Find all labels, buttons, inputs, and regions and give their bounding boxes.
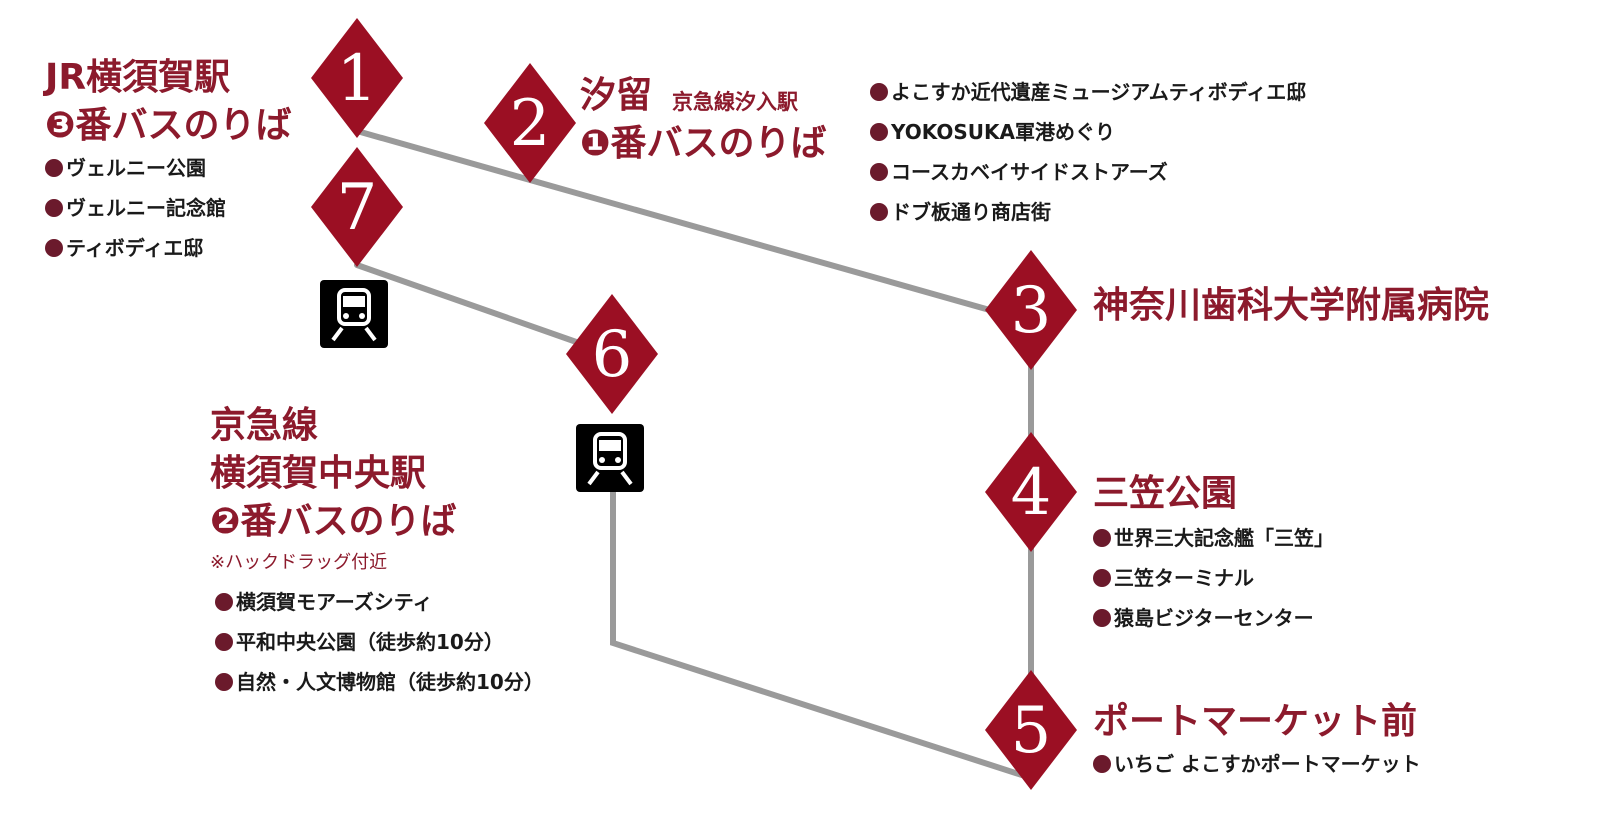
stop-4-places: 世界三大記念艦「三笠」 三笠ターミナル 猿島ビジターセンター [1093,518,1334,638]
stop-1-title: JR横須賀駅 [45,57,231,98]
stop-number: 2 [510,87,551,161]
stop-marker-7[interactable]: 7 [311,147,403,267]
place-item: 平和中央公園（徒歩約10分） [215,622,544,662]
bullet-icon [1093,529,1111,547]
place-item: 三笠ターミナル [1093,558,1334,598]
stop-marker-2[interactable]: 2 [484,63,576,183]
place-item: よこすか近代遺産ミュージアムティボディエ邸 [870,72,1306,112]
keikyu-bus-stop: ❷番バスのりば [210,501,457,542]
stop-number: 4 [1011,456,1052,530]
stop-5-places: いちご よこすかポートマーケット [1093,744,1421,784]
place-item: ヴェルニー公園 [45,148,226,188]
stop-marker-5[interactable]: 5 [985,670,1077,790]
train-icon [320,280,388,348]
place-item: いちご よこすかポートマーケット [1093,744,1421,784]
place-item: 横須賀モアーズシティ [215,582,544,622]
stop-4-title: 三笠公園 [1093,473,1238,514]
stop-marker-3[interactable]: 3 [985,250,1077,370]
stop-number: 5 [1011,694,1052,768]
keikyu-note: ※ハックドラッグ付近 [210,552,388,573]
stop-number: 7 [337,171,378,245]
stop-5-title: ポートマーケット前 [1093,701,1418,742]
bullet-icon [1093,755,1111,773]
bullet-icon [215,633,233,651]
stop-1-places: ヴェルニー公園 ヴェルニー記念館 ティボディエ邸 [45,148,226,268]
place-item: コースカベイサイドストアーズ [870,152,1306,192]
train-icon [576,424,644,492]
stop-3-title: 神奈川歯科大学附属病院 [1093,285,1490,326]
stop-number: 1 [337,42,378,116]
stop-marker-1[interactable]: 1 [311,18,403,138]
place-item: 自然・人文博物館（徒歩約10分） [215,662,544,702]
stop-number: 6 [592,318,633,392]
keikyu-places: 横須賀モアーズシティ 平和中央公園（徒歩約10分） 自然・人文博物館（徒歩約10… [215,582,544,702]
place-item: 猿島ビジターセンター [1093,598,1334,638]
bullet-icon [45,199,63,217]
stop-1-bus-stop: ❸番バスのりば [45,105,292,146]
stop-2-station: 京急線汐入駅 [672,90,798,114]
stop-number: 3 [1011,274,1052,348]
stop-marker-4[interactable]: 4 [985,432,1077,552]
bullet-icon [45,239,63,257]
stop-2-title: 汐留 [580,75,653,116]
stop-2-bus-stop: ❶番バスのりば [580,123,827,164]
bullet-icon [870,203,888,221]
bullet-icon [870,163,888,181]
place-item: ヴェルニー記念館 [45,188,226,228]
bullet-icon [215,673,233,691]
bullet-icon [870,83,888,101]
place-item: ドブ板通り商店街 [870,192,1306,232]
route-line-6-5 [610,452,1034,781]
bullet-icon [215,593,233,611]
route-line-1-3 [354,128,1021,321]
stop-2-places: よこすか近代遺産ミュージアムティボディエ邸 YOKOSUKA軍港めぐり コースカ… [870,72,1306,232]
place-item: 世界三大記念艦「三笠」 [1093,518,1334,558]
bullet-icon [45,159,63,177]
place-item: YOKOSUKA軍港めぐり [870,112,1306,152]
bullet-icon [1093,569,1111,587]
place-item: ティボディエ邸 [45,228,226,268]
bullet-icon [1093,609,1111,627]
keikyu-station-label: 横須賀中央駅 [210,453,427,494]
route-line-7-6 [354,262,605,354]
stop-marker-6[interactable]: 6 [566,294,658,414]
bullet-icon [870,123,888,141]
keikyu-line-label: 京急線 [210,405,319,446]
